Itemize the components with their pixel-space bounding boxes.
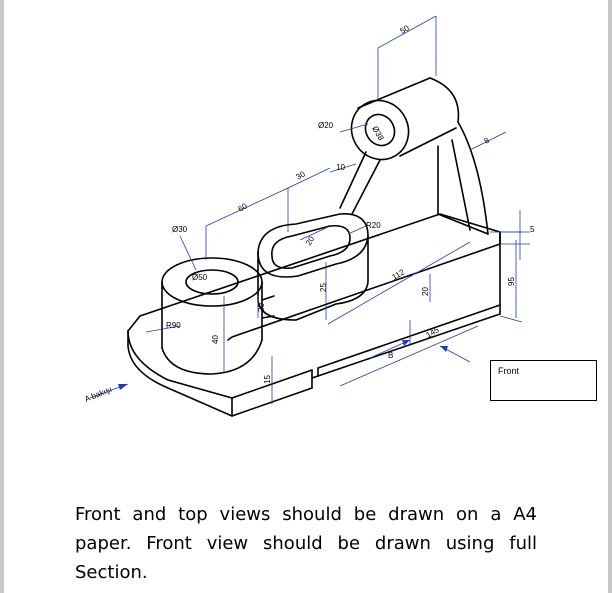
- front-box-label: Front: [498, 366, 520, 376]
- dim-10: 10: [336, 163, 345, 172]
- dim-95: 95: [507, 277, 516, 286]
- dim-8: 8: [483, 135, 492, 145]
- label-b: B: [388, 351, 393, 360]
- dim-hole-20: Ø20: [318, 121, 334, 130]
- front-view-box: Front: [490, 360, 597, 401]
- dim-60: 60: [237, 201, 250, 214]
- dim-diameter-50: Ø50: [192, 273, 208, 282]
- dim-5: 5: [530, 225, 535, 234]
- slotted-boss: [257, 213, 369, 321]
- dim-50-top: 50: [399, 23, 412, 36]
- dim-25: 25: [319, 283, 328, 292]
- left-cylinder: [161, 257, 275, 375]
- dim-radius-20: R20: [366, 221, 381, 230]
- dim-145: 145: [425, 325, 442, 340]
- dim-112: 112: [391, 267, 407, 281]
- dim-diameter-38: Ø38: [370, 125, 386, 143]
- back-support: [437, 121, 489, 235]
- view-label-a: A bakışı: [83, 385, 113, 404]
- dimension-lines: [89, 15, 530, 404]
- dim-slot-20: 20: [304, 234, 317, 247]
- isometric-drawing: 50 8 Ø20 Ø38 10 30 60 Ø30 R20 5 20 Ø50 R…: [83, 15, 535, 417]
- page-border-left: [0, 0, 4, 593]
- dim-40: 40: [211, 335, 220, 344]
- page-border-right: [608, 0, 612, 593]
- dim-radius-90: R90: [166, 321, 181, 330]
- instructions-text: Front and top views should be drawn on a…: [75, 504, 537, 583]
- dim-20-small: 20: [257, 303, 266, 312]
- dim-20-side: 20: [421, 287, 430, 296]
- dim-diameter-30: Ø30: [172, 225, 188, 234]
- connecting-rib: [339, 151, 381, 215]
- dim-15: 15: [263, 375, 272, 384]
- top-cylinder: [350, 77, 460, 161]
- arrowheads: [118, 340, 448, 390]
